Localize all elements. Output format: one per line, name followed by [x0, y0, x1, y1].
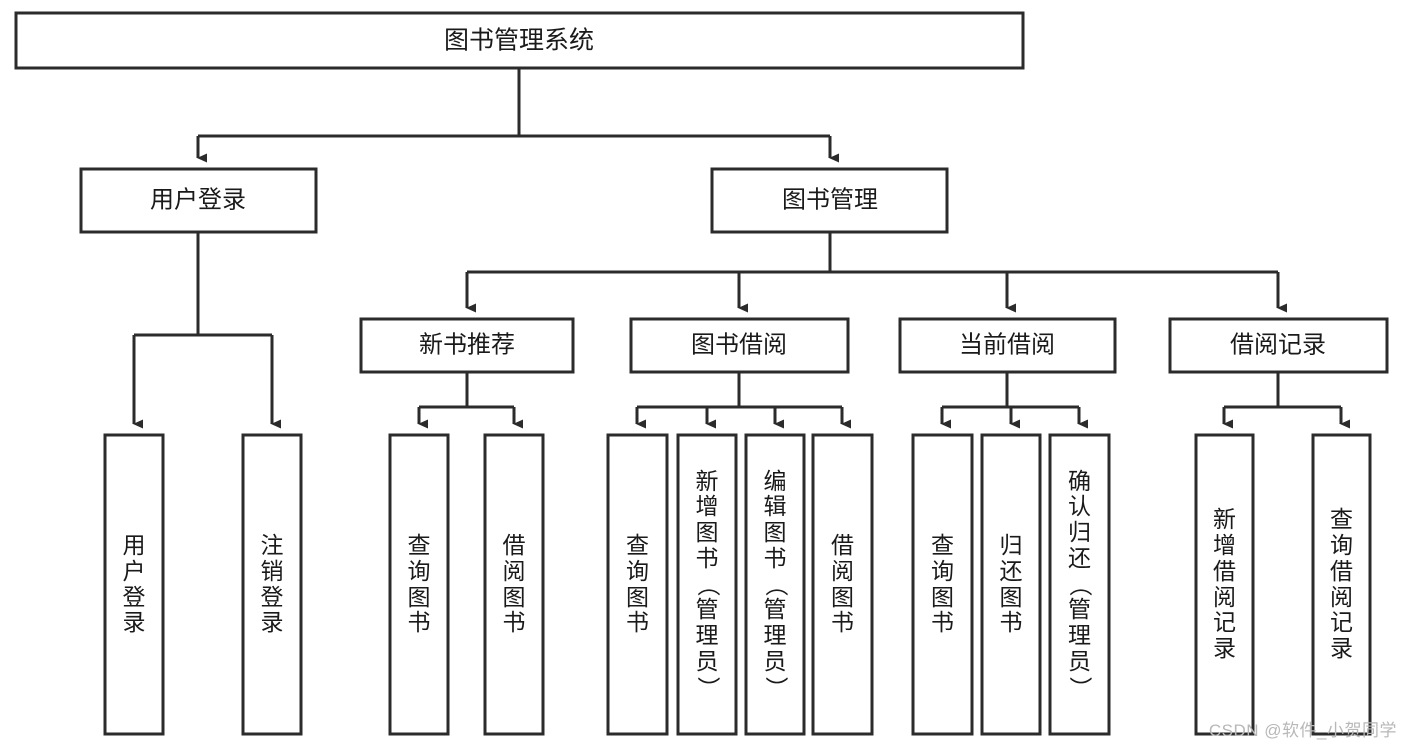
- node-leaf-query-borrow-record-box[interactable]: [1311, 433, 1372, 736]
- node-new-book-recommend[interactable]: 新书推荐: [359, 317, 575, 374]
- node-leaf-query-book-current-box[interactable]: [911, 433, 974, 736]
- connector-group-book-borrow: [635, 372, 851, 429]
- connector-group-borrow-record: [1222, 372, 1350, 429]
- node-current-borrow[interactable]: 当前借阅: [898, 317, 1117, 374]
- csdn-watermark: CSDN @软件_小贺同学: [1208, 721, 1397, 740]
- node-root-box[interactable]: [14, 11, 1025, 70]
- node-leaf-borrow-book-recommend-box[interactable]: [483, 433, 545, 736]
- connector-group-current-borrow: [940, 372, 1088, 429]
- node-root[interactable]: 图书管理系统: [14, 11, 1025, 70]
- node-book-borrow[interactable]: 图书借阅: [629, 317, 850, 374]
- node-leaf-query-book-borrow-box[interactable]: [606, 433, 669, 736]
- node-leaf-query-book-recommend-box[interactable]: [388, 433, 450, 736]
- node-borrow-record[interactable]: 借阅记录: [1168, 317, 1389, 374]
- node-book-management[interactable]: 图书管理: [710, 167, 949, 234]
- node-user-login-box[interactable]: [79, 167, 318, 234]
- node-book-borrow-box[interactable]: [629, 317, 850, 374]
- node-borrow-record-label: 借阅记录: [1230, 331, 1326, 358]
- node-leaf-add-borrow-record-box[interactable]: [1194, 433, 1255, 736]
- node-leaf-edit-book-admin-box[interactable]: [744, 433, 806, 736]
- node-book-borrow-label: 图书借阅: [691, 331, 787, 358]
- connector-group-root: [196, 68, 839, 163]
- node-current-borrow-box[interactable]: [898, 317, 1117, 374]
- connector-group-book-management: [465, 232, 1287, 313]
- node-leaf-borrow-book-box[interactable]: [811, 433, 874, 736]
- node-borrow-record-box[interactable]: [1168, 317, 1389, 374]
- node-user-login[interactable]: 用户登录: [79, 167, 318, 234]
- connector-group-user-login: [132, 232, 281, 429]
- node-leaf-add-book-admin-box[interactable]: [676, 433, 738, 736]
- node-book-management-label: 图书管理: [782, 186, 878, 213]
- node-user-login-label: 用户登录: [150, 186, 246, 213]
- node-new-book-recommend-label: 新书推荐: [419, 331, 515, 358]
- node-leaf-return-book-box[interactable]: [980, 433, 1042, 736]
- connector-group-new-book-recommend: [417, 372, 523, 429]
- node-current-borrow-label: 当前借阅: [959, 331, 1055, 358]
- node-root-label: 图书管理系统: [444, 27, 594, 55]
- node-new-book-recommend-box[interactable]: [359, 317, 575, 374]
- node-leaf-confirm-return-admin-box[interactable]: [1048, 433, 1111, 736]
- node-leaf-logout-login-box[interactable]: [241, 433, 303, 736]
- node-book-management-box[interactable]: [710, 167, 949, 234]
- leaf-boxes-group: [103, 433, 1372, 736]
- node-leaf-user-login-box[interactable]: [103, 433, 165, 736]
